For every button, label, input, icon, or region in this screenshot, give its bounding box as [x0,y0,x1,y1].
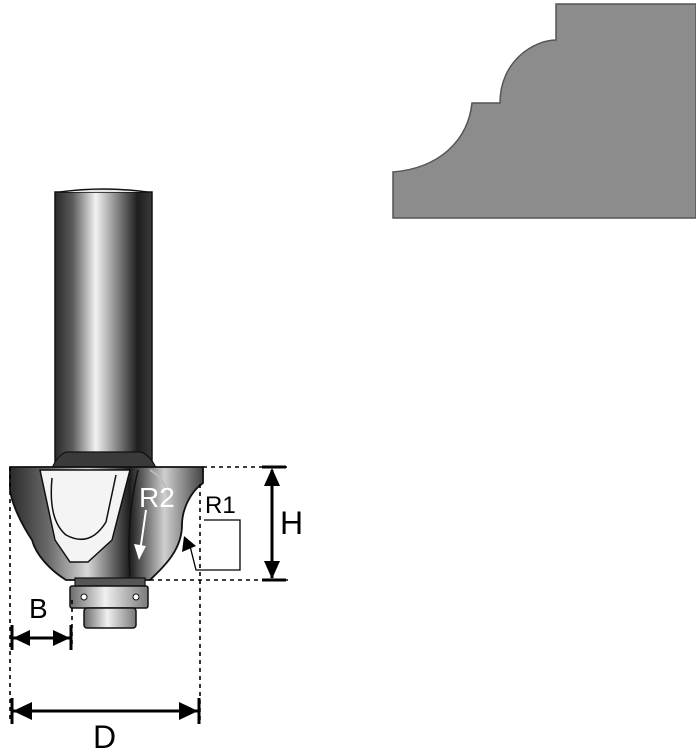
d-label: D [93,719,116,752]
bearing-offset-dimension [10,625,73,650]
shank [51,188,157,469]
diameter-dimension [10,698,201,724]
r2-label: R2 [139,482,175,513]
cutter-body [9,466,204,581]
h-label: H [280,505,303,541]
height-dimension [262,465,286,582]
guide-bearing [69,577,149,629]
r1-label: R1 [205,492,236,519]
b-label: B [29,593,48,624]
r1-leader [182,519,241,571]
cut-profile-shape [392,3,696,219]
r2-arrow [134,509,147,560]
